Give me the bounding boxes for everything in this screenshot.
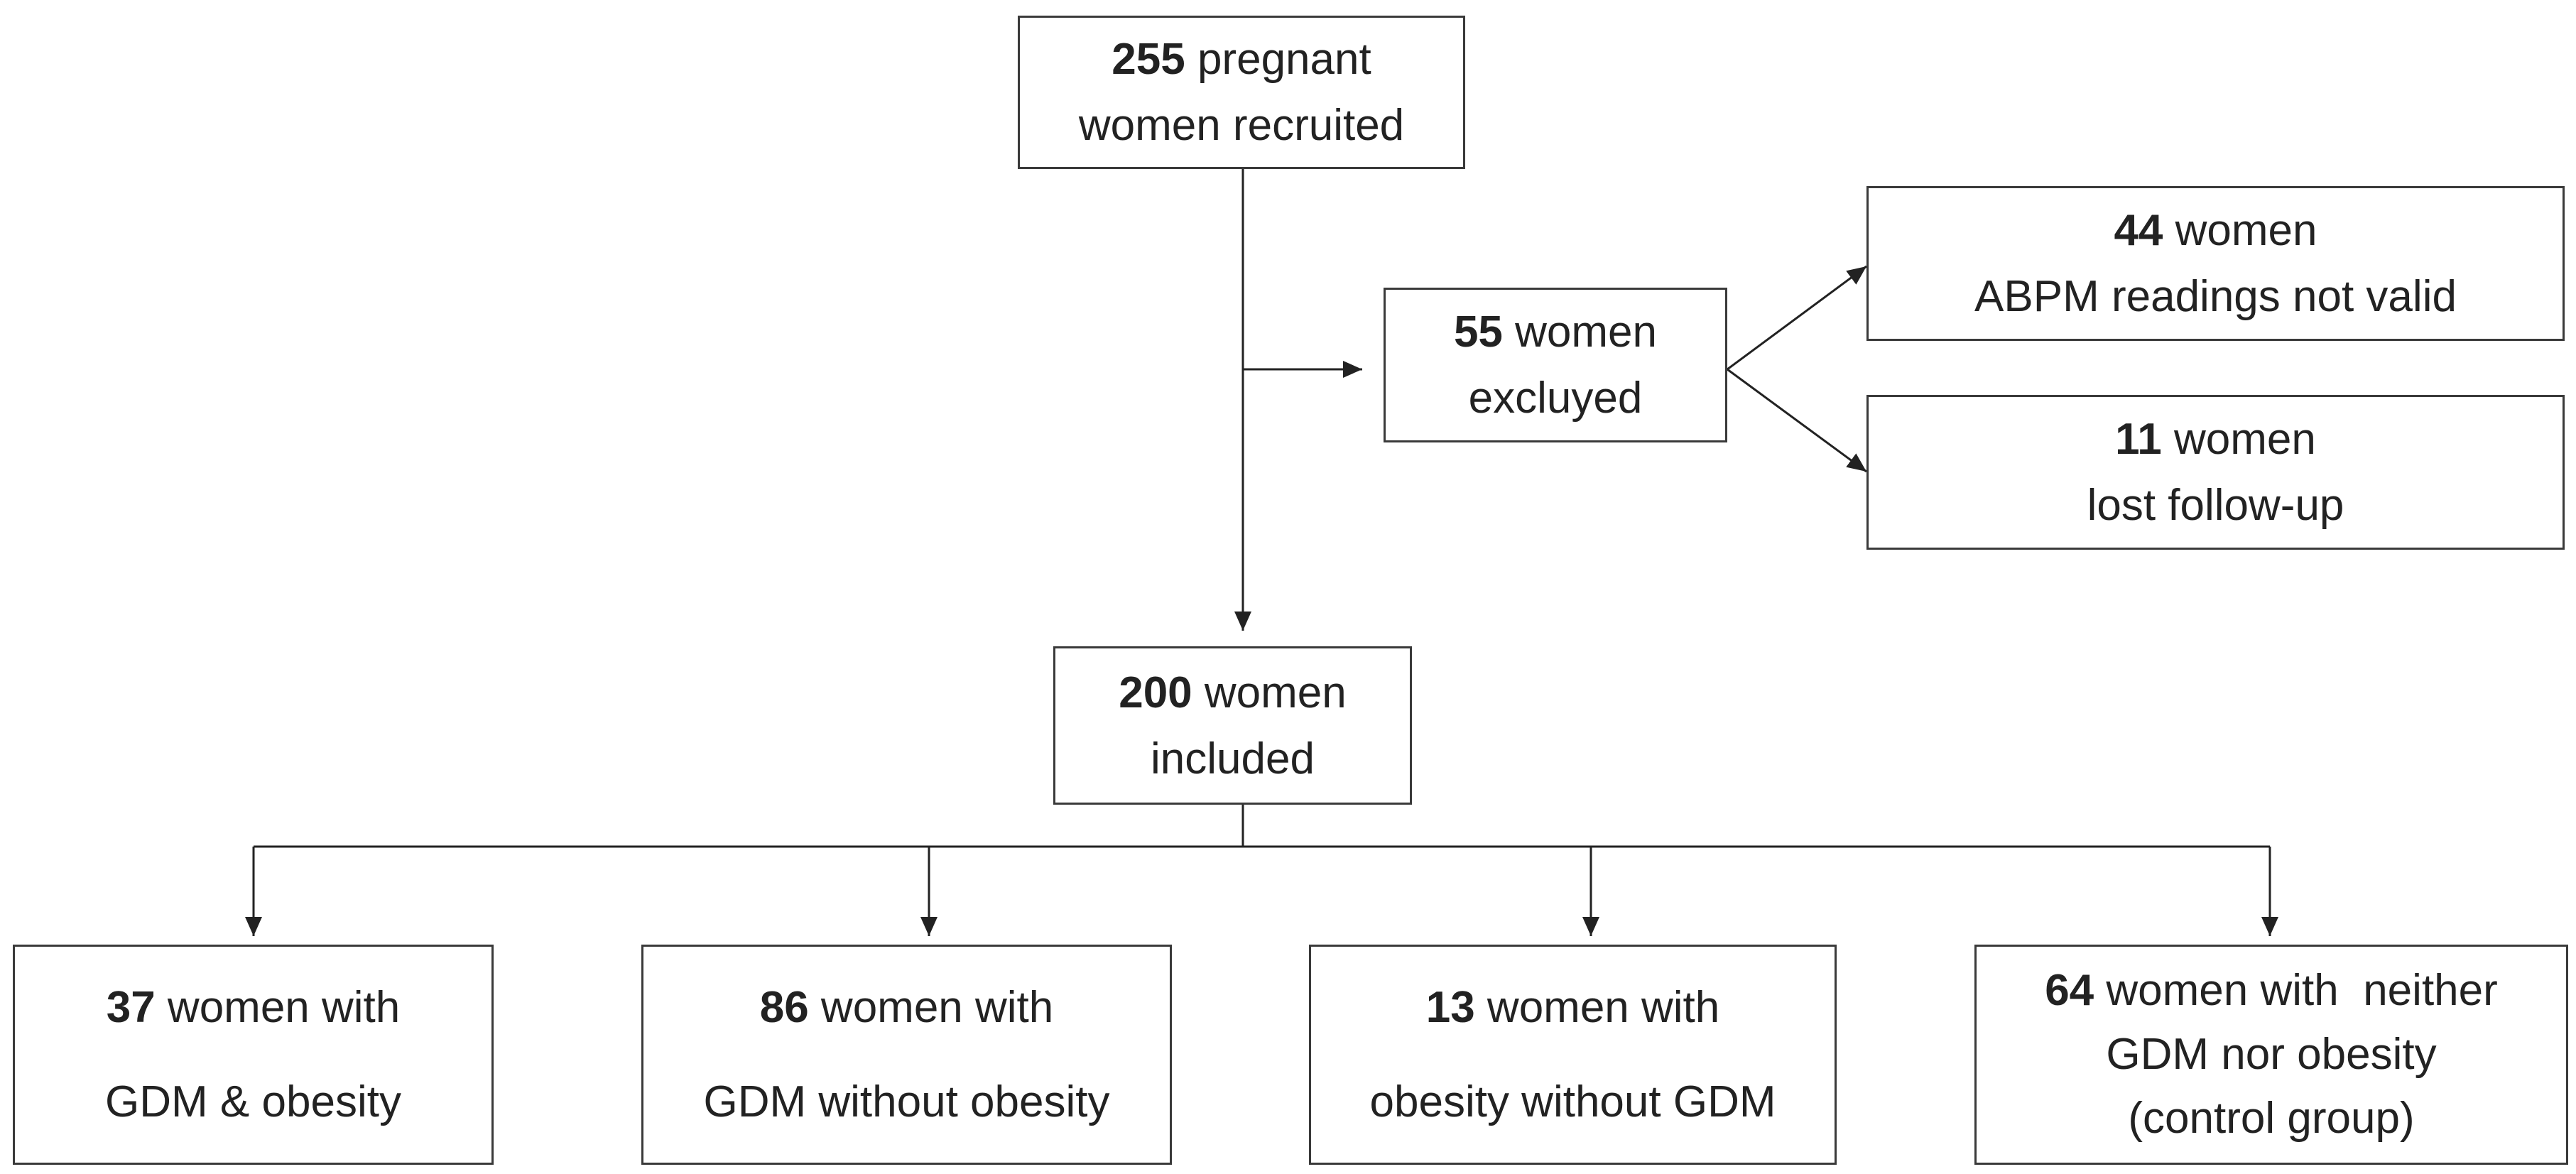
group-4-line-1: 64 women with neither [2045, 959, 2498, 1023]
included-line-1: 200 women [1119, 660, 1347, 726]
group-1-line-1: 37 women with [107, 974, 401, 1040]
excluded-line-1: 55 women [1454, 299, 1657, 365]
excluded-text-1: women [1515, 308, 1658, 357]
arrow-excluded-to-lost [1727, 368, 1867, 473]
group-box-2: 86 women with GDM without obesity [641, 945, 1172, 1165]
group-1-count: 37 [106, 983, 156, 1033]
invalid-abpm-line-1: 44 women [2114, 197, 2317, 263]
lost-followup-line-1: 11 women [2115, 406, 2316, 472]
group-4-text-3: (control group) [2128, 1093, 2415, 1143]
group-1-text-1: women with [167, 983, 401, 1033]
group-3-text-2: obesity without GDM [1369, 1077, 1776, 1126]
included-text-2: included [1151, 734, 1315, 783]
group-3-text-1: women with [1487, 983, 1720, 1033]
lost-followup-text-2: lost follow-up [2087, 481, 2344, 530]
invalid-abpm-text-2: ABPM readings not valid [1974, 272, 2457, 321]
group-2-count: 86 [759, 983, 809, 1033]
group-4-text-1: women with neither [2106, 966, 2498, 1016]
lost-followup-box: 11 women lost follow-up [1866, 395, 2565, 550]
recruited-text-2: women recruited [1078, 101, 1405, 150]
lost-followup-count: 11 [2115, 415, 2162, 464]
group-1-text-2: GDM & obesity [105, 1077, 401, 1126]
group-2-text-1: women with [820, 983, 1054, 1033]
group-3-count: 13 [1425, 983, 1475, 1033]
invalid-abpm-box: 44 women ABPM readings not valid [1866, 186, 2565, 341]
group-4-text-2: GDM nor obesity [2106, 1030, 2437, 1080]
group-4-count: 64 [2045, 966, 2094, 1016]
group-box-1: 37 women with GDM & obesity [13, 945, 494, 1165]
invalid-abpm-count: 44 [2114, 206, 2163, 255]
included-box: 200 women included [1053, 646, 1412, 805]
excluded-box: 55 women excluyed [1384, 288, 1727, 442]
group-box-4: 64 women with neither GDM nor obesity (c… [1974, 945, 2568, 1165]
lost-followup-text-1: women [2173, 415, 2316, 464]
included-text-1: women [1204, 668, 1347, 717]
excluded-count: 55 [1453, 308, 1503, 357]
group-2-text-2: GDM without obesity [703, 1077, 1110, 1126]
recruited-box: 255 pregnant women recruited [1018, 16, 1465, 169]
group-box-3: 13 women with obesity without GDM [1309, 945, 1837, 1165]
group-3-line-1: 13 women with [1426, 974, 1720, 1040]
excluded-text-2: excluyed [1468, 374, 1643, 423]
group-2-line-1: 86 women with [760, 974, 1054, 1040]
recruited-text-1: pregnant [1197, 35, 1371, 84]
recruited-line-1: 255 pregnant [1112, 26, 1371, 92]
recruited-count: 255 [1112, 35, 1185, 84]
invalid-abpm-text-1: women [2175, 206, 2317, 255]
included-count: 200 [1119, 668, 1192, 717]
arrow-excluded-to-invalid [1727, 265, 1867, 371]
